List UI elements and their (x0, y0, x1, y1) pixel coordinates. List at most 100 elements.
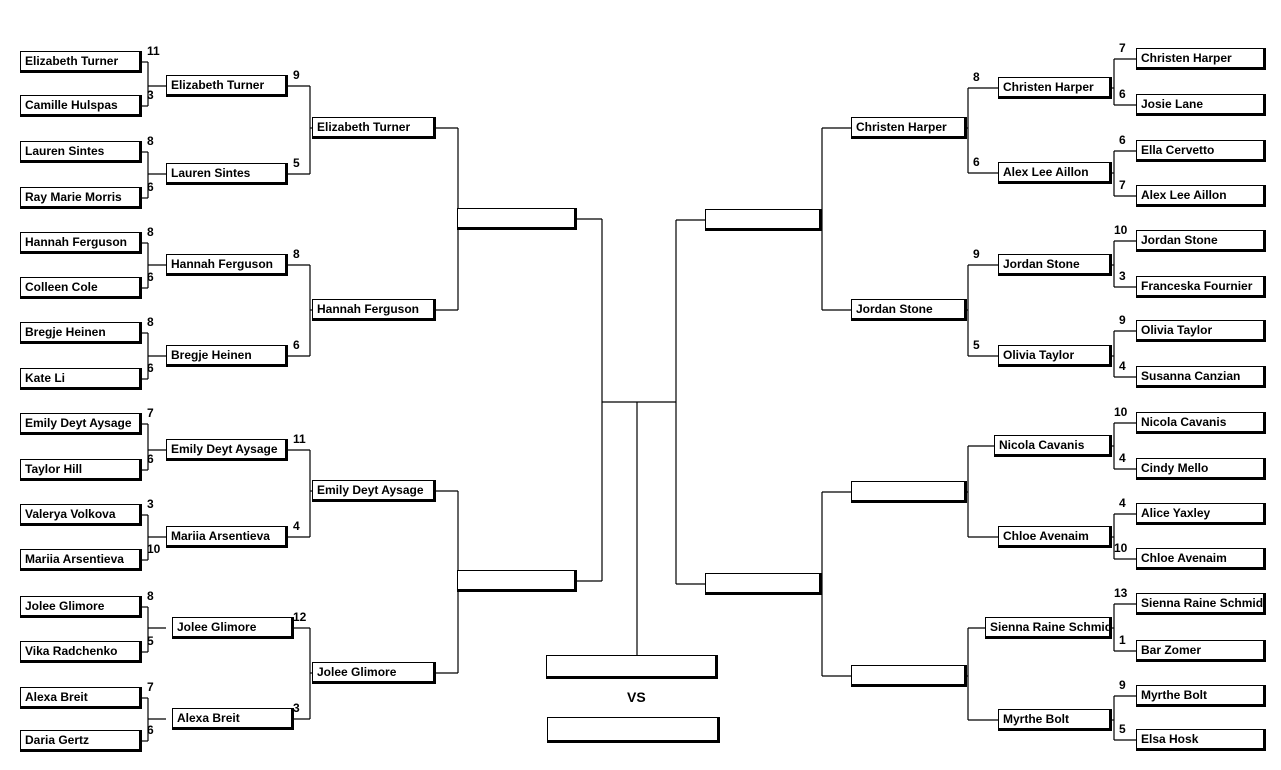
entrant-slot[interactable]: Hannah Ferguson (20, 232, 142, 254)
score-label: 4 (1119, 359, 1126, 373)
entrant-slot[interactable]: Colleen Cole (20, 277, 142, 299)
score-label: 5 (1119, 722, 1126, 736)
entrant-slot[interactable]: Cindy Mello (1136, 458, 1266, 480)
semifinal-slot[interactable] (705, 573, 822, 595)
score-label: 8 (147, 134, 154, 148)
final-slot-top[interactable] (546, 655, 718, 679)
score-label: 4 (1119, 496, 1126, 510)
score-label: 8 (147, 225, 154, 239)
semifinal-slot[interactable] (457, 208, 577, 230)
score-label: 6 (147, 723, 154, 737)
score-label: 4 (293, 519, 300, 533)
entrant-slot[interactable]: Josie Lane (1136, 94, 1266, 116)
score-label: 7 (147, 406, 154, 420)
score-label: 6 (147, 180, 154, 194)
score-label: 10 (1114, 223, 1128, 237)
entrant-slot[interactable]: Lauren Sintes (20, 141, 142, 163)
entrant-slot[interactable]: Kate Li (20, 368, 142, 390)
score-label: 7 (1119, 41, 1126, 55)
round2-slot[interactable]: Myrthe Bolt (998, 709, 1112, 731)
entrant-slot[interactable]: Susanna Canzian (1136, 366, 1266, 388)
round2-slot[interactable]: Elizabeth Turner (166, 75, 288, 97)
score-label: 8 (973, 70, 980, 84)
entrant-slot[interactable]: Bregje Heinen (20, 322, 142, 344)
score-label: 8 (147, 589, 154, 603)
round3-slot[interactable]: Jordan Stone (851, 299, 967, 321)
round2-slot[interactable]: Olivia Taylor (998, 345, 1112, 367)
entrant-slot[interactable]: Vika Radchenko (20, 641, 142, 663)
round2-slot[interactable]: Mariia Arsentieva (166, 526, 288, 548)
round2-slot[interactable]: Jordan Stone (998, 254, 1112, 276)
round2-slot[interactable]: Chloe Avenaim (998, 526, 1112, 548)
score-label: 9 (1119, 313, 1126, 327)
score-label: 7 (1119, 178, 1126, 192)
entrant-slot[interactable]: Taylor Hill (20, 459, 142, 481)
round2-slot[interactable]: Nicola Cavanis (994, 435, 1112, 457)
entrant-slot[interactable]: Mariia Arsentieva (20, 549, 142, 571)
entrant-slot[interactable]: Alexa Breit (20, 687, 142, 709)
round3-slot[interactable]: Christen Harper (851, 117, 967, 139)
final-slot-bottom[interactable] (547, 717, 720, 743)
entrant-slot[interactable]: Myrthe Bolt (1136, 685, 1266, 707)
entrant-slot[interactable]: Daria Gertz (20, 730, 142, 752)
entrant-slot[interactable]: Emily Deyt Aysage (20, 413, 142, 435)
score-label: 3 (147, 497, 154, 511)
score-label: 6 (973, 155, 980, 169)
entrant-slot[interactable]: Franceska Fournier (1136, 276, 1266, 298)
round3-slot[interactable] (851, 665, 967, 687)
score-label: 10 (1114, 405, 1128, 419)
round3-slot[interactable]: Elizabeth Turner (312, 117, 436, 139)
round2-slot[interactable]: Emily Deyt Aysage (166, 439, 288, 461)
entrant-slot[interactable]: Alice Yaxley (1136, 503, 1266, 525)
vs-label: VS (627, 689, 646, 705)
entrant-slot[interactable]: Ray Marie Morris (20, 187, 142, 209)
round2-slot[interactable]: Lauren Sintes (166, 163, 288, 185)
entrant-slot[interactable]: Elsa Hosk (1136, 729, 1266, 751)
round2-slot[interactable]: Alexa Breit (172, 708, 294, 730)
score-label: 8 (147, 315, 154, 329)
score-label: 7 (147, 680, 154, 694)
round3-slot[interactable]: Emily Deyt Aysage (312, 480, 436, 502)
score-label: 6 (1119, 133, 1126, 147)
entrant-slot[interactable]: Bar Zomer (1136, 640, 1266, 662)
entrant-slot[interactable]: Jordan Stone (1136, 230, 1266, 252)
entrant-slot[interactable]: Sienna Raine Schmidt (1136, 593, 1266, 615)
score-label: 9 (293, 68, 300, 82)
entrant-slot[interactable]: Alex Lee Aillon (1136, 185, 1266, 207)
score-label: 11 (293, 432, 306, 446)
round2-slot[interactable]: Alex Lee Aillon (998, 162, 1112, 184)
score-label: 1 (1119, 633, 1126, 647)
score-label: 8 (293, 247, 300, 261)
score-label: 10 (147, 542, 161, 556)
round3-slot[interactable]: Hannah Ferguson (312, 299, 436, 321)
score-label: 12 (293, 610, 307, 624)
entrant-slot[interactable]: Christen Harper (1136, 48, 1266, 70)
score-label: 6 (147, 270, 154, 284)
round2-slot[interactable]: Hannah Ferguson (166, 254, 288, 276)
score-label: 13 (1114, 586, 1128, 600)
score-label: 5 (293, 156, 300, 170)
score-label: 6 (147, 452, 154, 466)
entrant-slot[interactable]: Nicola Cavanis (1136, 412, 1266, 434)
round2-slot[interactable]: Sienna Raine Schmidt (985, 617, 1112, 639)
round3-slot[interactable]: Jolee Glimore (312, 662, 436, 684)
round2-slot[interactable]: Jolee Glimore (172, 617, 294, 639)
entrant-slot[interactable]: Jolee Glimore (20, 596, 142, 618)
round2-slot[interactable]: Christen Harper (998, 77, 1112, 99)
entrant-slot[interactable]: Valerya Volkova (20, 504, 142, 526)
entrant-slot[interactable]: Ella Cervetto (1136, 140, 1266, 162)
score-label: 3 (293, 701, 300, 715)
score-label: 4 (1119, 451, 1126, 465)
round2-slot[interactable]: Bregje Heinen (166, 345, 288, 367)
score-label: 6 (147, 361, 154, 375)
round3-slot[interactable] (851, 481, 967, 503)
semifinal-slot[interactable] (457, 570, 577, 592)
entrant-slot[interactable]: Camille Hulspas (20, 95, 142, 117)
entrant-slot[interactable]: Chloe Avenaim (1136, 548, 1266, 570)
score-label: 9 (1119, 678, 1126, 692)
entrant-slot[interactable]: Elizabeth Turner (20, 51, 142, 73)
semifinal-slot[interactable] (705, 209, 822, 231)
entrant-slot[interactable]: Olivia Taylor (1136, 320, 1266, 342)
score-label: 10 (1114, 541, 1128, 555)
